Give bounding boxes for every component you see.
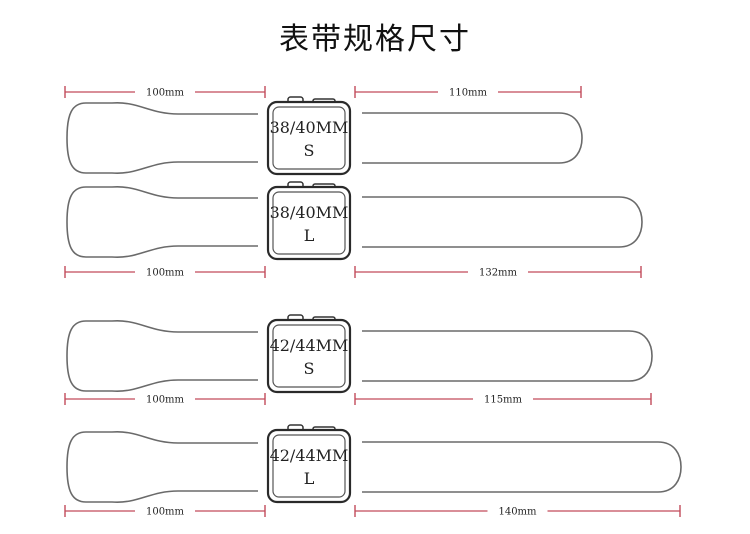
band-row: 38/40MM S 100mm 110mm	[64, 86, 583, 176]
watch-screen	[272, 191, 346, 255]
right-dimension-label: 132mm	[479, 268, 518, 279]
right-dimension-label: 140mm	[498, 507, 537, 518]
right-strap	[362, 196, 643, 248]
left-strap	[66, 320, 258, 392]
left-dimension-label: 100mm	[146, 88, 185, 99]
right-dimension-label: 110mm	[449, 88, 488, 99]
band-size-label: 42/44MM	[270, 336, 349, 355]
band-row: 38/40MM L 100mm 132mm	[64, 181, 643, 279]
left-strap	[66, 431, 258, 503]
band-size-label: 38/40MM	[270, 203, 349, 222]
right-dimension-label: 115mm	[484, 395, 523, 406]
band-size-label: 38/40MM	[270, 118, 349, 137]
band-length-code: S	[304, 141, 315, 160]
left-strap	[66, 102, 258, 174]
right-strap	[362, 330, 653, 382]
band-length-code: L	[304, 226, 315, 245]
band-length-code: S	[304, 359, 315, 378]
watch-screen	[272, 434, 346, 498]
left-dimension-label: 100mm	[146, 507, 185, 518]
page-title: 表带规格尺寸	[279, 22, 471, 57]
band-row: 42/44MM L 100mm 140mm	[64, 424, 682, 518]
band-length-code: L	[304, 469, 315, 488]
watch-screen	[272, 106, 346, 170]
band-size-label: 42/44MM	[270, 446, 349, 465]
band-row: 42/44MM S 100mm 115mm	[64, 314, 653, 406]
left-dimension-label: 100mm	[146, 268, 185, 279]
left-dimension-label: 100mm	[146, 395, 185, 406]
right-strap	[362, 441, 682, 493]
watch-screen	[272, 324, 346, 388]
left-strap	[66, 186, 258, 258]
right-strap	[362, 112, 583, 164]
